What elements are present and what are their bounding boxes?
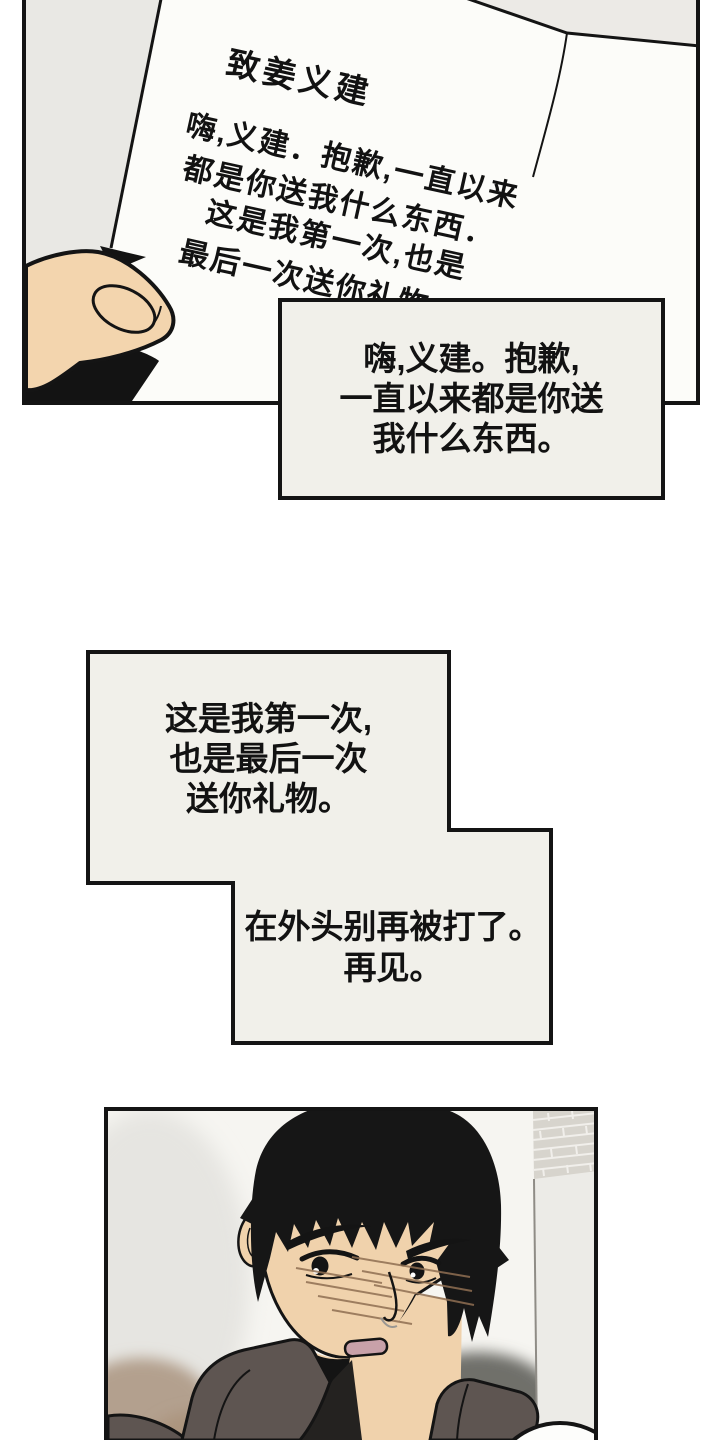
paper-left-edge xyxy=(109,0,163,249)
nose xyxy=(382,1271,398,1322)
caption-line: 也是最后一次 xyxy=(169,740,368,777)
caption-box-3-text: 在外头别再被打了。 再见。 xyxy=(237,906,549,988)
caption-line: 再见。 xyxy=(343,949,443,986)
caption-line: 我什么东西。 xyxy=(372,420,571,457)
wall-shading xyxy=(108,1111,250,1440)
character-artwork xyxy=(108,1111,594,1440)
nose-shadow xyxy=(380,1317,398,1328)
caption-box-1: 嗨,义建。抱歉, 一直以来都是你送 我什么东西。 xyxy=(278,298,665,500)
caption-line: 这是我第一次, xyxy=(164,700,373,737)
brick-wall xyxy=(532,1111,594,1179)
panel-character xyxy=(104,1107,598,1440)
caption-line: 在外头别再被打了。 xyxy=(244,908,542,945)
blush-lines xyxy=(295,1256,475,1325)
caption-line: 嗨,义建。抱歉, xyxy=(363,340,580,377)
paper-fold xyxy=(471,0,696,46)
mouth xyxy=(343,1337,389,1358)
right-eyebrow xyxy=(406,1238,471,1259)
left-eyebrow xyxy=(285,1224,372,1250)
paper-blob xyxy=(510,1421,594,1440)
wall-corner-edge xyxy=(533,1178,538,1440)
caption-line: 送你礼物。 xyxy=(186,780,351,817)
caption-box-2-3-outline xyxy=(86,650,553,1045)
paper-crease xyxy=(532,32,568,178)
caption-box-2-text: 这是我第一次, 也是最后一次 送你礼物。 xyxy=(90,699,447,819)
jacket-collar-right xyxy=(428,1378,540,1440)
caption-line: 一直以来都是你送 xyxy=(339,380,604,417)
caption-union-shape xyxy=(86,650,553,1045)
hair xyxy=(250,1111,502,1342)
wall-corner-face xyxy=(534,1171,594,1440)
hair-spike-right xyxy=(497,1246,509,1268)
hair-spike-left xyxy=(240,1198,256,1226)
thumbnail-tip-line xyxy=(145,305,162,332)
caption-box-1-text: 嗨,义建。抱歉, 一直以来都是你送 我什么东西。 xyxy=(340,339,604,459)
thumb xyxy=(26,249,176,393)
jacket xyxy=(108,1338,540,1440)
